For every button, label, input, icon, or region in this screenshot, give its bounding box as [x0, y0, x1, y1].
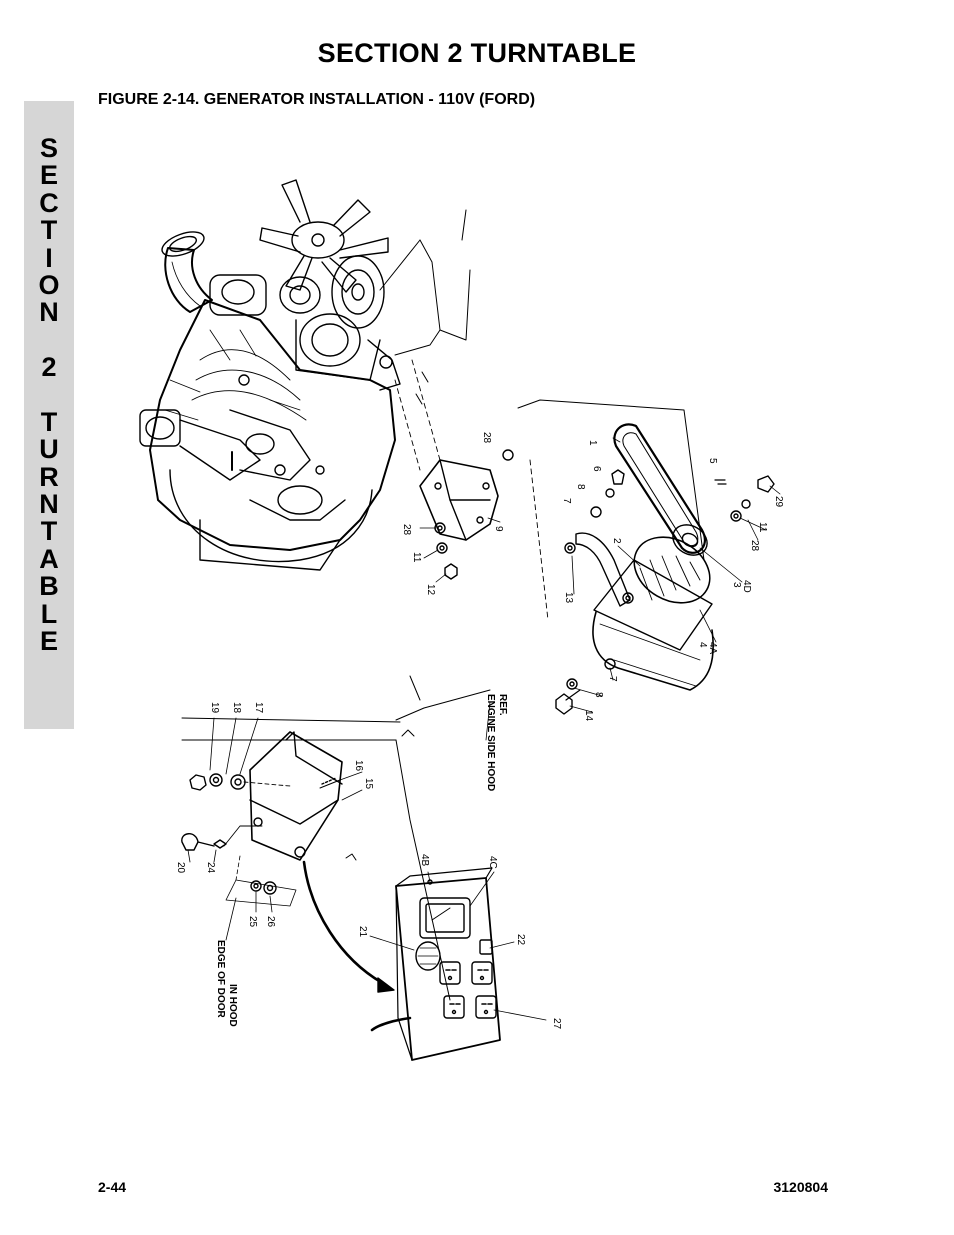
callout-18: 18 — [231, 702, 242, 714]
side-tab-letter: U — [39, 434, 59, 465]
side-tab-letter: R — [39, 461, 59, 492]
side-tab-letter: N — [39, 489, 59, 520]
figure-title: FIGURE 2-14. GENERATOR INSTALLATION - 11… — [98, 91, 536, 108]
callout-17: 17 — [253, 702, 264, 714]
callout-9: 9 — [493, 526, 504, 532]
callout-22: 22 — [515, 934, 526, 946]
callout-3: 3 — [731, 582, 742, 588]
callout-8b: 8 — [593, 692, 604, 698]
callout-8a: 8 — [575, 484, 586, 490]
callout-7b: 7 — [607, 676, 618, 682]
side-tab-letter: C — [39, 187, 59, 218]
side-tab-letter: N — [39, 297, 59, 328]
callout-4d: 4D — [741, 580, 752, 593]
side-tab-letter: S — [39, 133, 58, 163]
callout-4b: 4B — [419, 854, 430, 867]
side-tab-letter: T — [40, 516, 58, 547]
side-tab-letter: T — [40, 215, 58, 246]
side-tab-letter: E — [39, 626, 58, 657]
callout-4c: 4C — [487, 856, 498, 869]
callout-28b: 28 — [401, 524, 412, 536]
side-tab-letter: 2 — [41, 352, 57, 383]
callout-27: 27 — [551, 1018, 562, 1030]
callout-5: 5 — [707, 458, 718, 464]
side-tab-letter: L — [40, 598, 58, 629]
engine-illustration — [139, 179, 401, 571]
generator-illustration — [555, 423, 775, 715]
page-number: 2-44 — [98, 1179, 127, 1195]
edge-of-door-label: EDGE OF DOOR — [215, 940, 226, 1019]
in-hood-label: IN HOOD — [227, 984, 238, 1027]
callout-4a: 4A — [707, 642, 718, 655]
callout-14: 14 — [583, 710, 594, 722]
callout-13: 13 — [563, 592, 574, 604]
side-tab-letter: T — [40, 406, 58, 437]
side-tab-letter: I — [45, 242, 53, 273]
callout-6: 6 — [591, 466, 602, 472]
engine-side-hood-label: ENGINE SIDE HOOD — [485, 694, 496, 791]
callout-numbers: 1 6 8 7 2 5 3 4D 28 11 29 4 4A 7 8 14 13… — [175, 432, 784, 1030]
junction-bracket-illustration — [249, 731, 343, 861]
callout-16: 16 — [353, 760, 364, 772]
callout-29: 29 — [773, 496, 784, 508]
document-number: 3120804 — [773, 1179, 828, 1195]
callout-21: 21 — [357, 926, 368, 938]
callout-1: 1 — [587, 440, 598, 446]
callout-12: 12 — [425, 584, 436, 596]
callout-26: 26 — [265, 916, 276, 928]
mounting-bracket-illustration — [419, 459, 499, 541]
junction-box-illustration — [395, 867, 501, 1061]
side-tab-letter: A — [39, 543, 59, 574]
callout-2: 2 — [611, 538, 622, 544]
callout-28a: 28 — [481, 432, 492, 444]
callout-28c: 28 — [749, 540, 760, 552]
callout-20: 20 — [175, 862, 186, 874]
callout-11a: 11 — [411, 552, 422, 563]
callout-4: 4 — [697, 642, 708, 648]
callout-15: 15 — [363, 778, 374, 790]
callout-11b: 11 — [757, 522, 768, 533]
engine-side-hood-ref-label: REF. — [497, 694, 508, 716]
callout-19: 19 — [209, 702, 220, 714]
callout-25: 25 — [247, 916, 258, 928]
callout-24: 24 — [205, 862, 216, 874]
callout-7a: 7 — [561, 498, 572, 504]
side-tab-letter: E — [39, 160, 58, 191]
page-title: SECTION 2 TURNTABLE — [317, 38, 637, 68]
side-tab-letter: B — [39, 571, 59, 602]
side-tab-letter: O — [38, 269, 60, 300]
